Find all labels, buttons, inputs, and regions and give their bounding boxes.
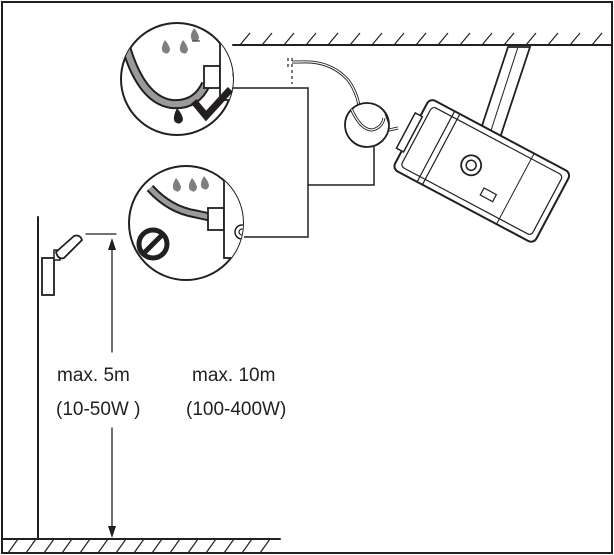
water-drop-icon xyxy=(172,178,181,192)
floor-hatching xyxy=(7,538,271,554)
detail-circle-small xyxy=(344,102,390,148)
floor xyxy=(1,538,281,554)
prohibited-icon xyxy=(136,227,170,261)
ceiling xyxy=(232,32,613,46)
water-drop-icon xyxy=(179,40,188,54)
water-drop-icon xyxy=(188,178,197,192)
water-drop-icon xyxy=(161,40,170,54)
label-large-range: (100-400W) xyxy=(186,399,286,420)
callout-incorrect xyxy=(128,165,244,281)
water-drop-icon xyxy=(173,108,183,124)
callout-correct xyxy=(120,22,234,136)
dimension-small xyxy=(85,233,117,538)
water-drop-icon xyxy=(200,176,209,190)
callout-leaders xyxy=(232,87,375,238)
ceiling-hatching xyxy=(239,32,603,46)
water-drop-icon xyxy=(190,28,199,42)
label-large-height: max. 10m xyxy=(192,365,275,386)
label-small-range: (10-50W ) xyxy=(56,399,140,420)
checkmark-icon xyxy=(191,87,233,122)
small-floodlight-icon xyxy=(41,234,84,296)
large-floodlight xyxy=(393,46,571,243)
label-small-height: max. 5m xyxy=(57,365,130,386)
